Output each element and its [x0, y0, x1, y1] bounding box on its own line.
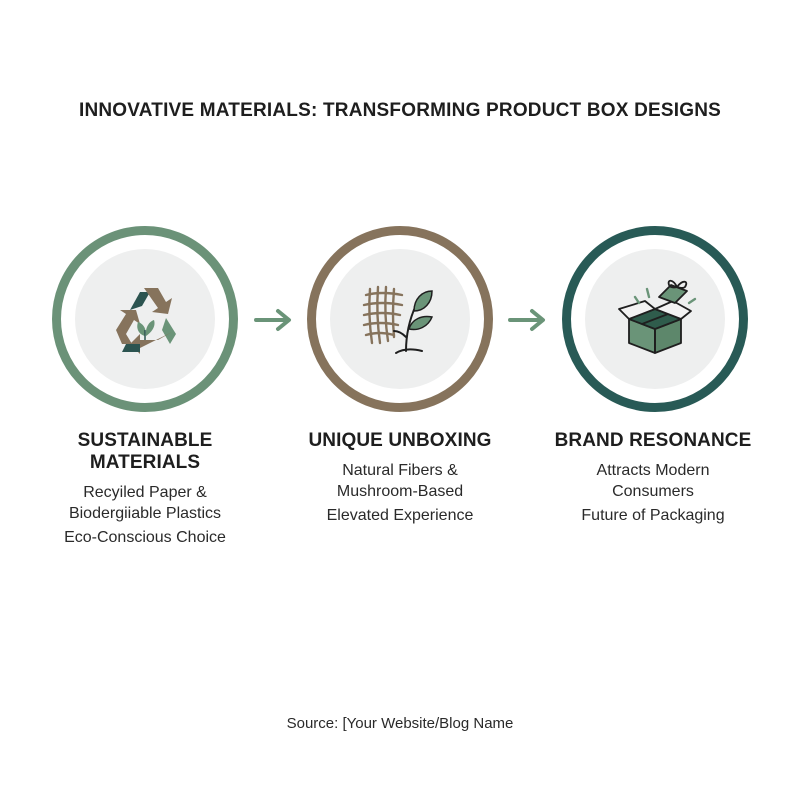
step-3-ring	[562, 226, 748, 412]
step-3-line-1: Attracts Modern	[596, 462, 710, 479]
step-1-line-2: Biodergiiable Plastics	[68, 505, 222, 522]
step-2-text: UNIQUE UNBOXING Natural Fibers & Mushroo…	[275, 430, 525, 525]
step-3-line-2: Consumers	[612, 483, 694, 500]
step-3-heading: BRAND RESONANCE	[554, 430, 752, 451]
step-2-tagline: Elevated Experience	[326, 507, 474, 524]
step-2-heading: UNIQUE UNBOXING	[308, 430, 492, 451]
step-3-tagline: Future of Packaging	[581, 507, 725, 524]
arrow-right-icon	[254, 309, 291, 331]
open-gift-box-icon	[618, 279, 697, 354]
step-2-ring	[307, 226, 493, 412]
source-credit: Source: [Your Website/Blog Name	[286, 715, 514, 732]
page-title: INNOVATIVE MATERIALS: TRANSFORMING PRODU…	[78, 100, 722, 121]
step-1-ring	[52, 226, 238, 412]
step-1-text: SUSTAINABLE MATERIALS Recyiled Paper & B…	[20, 430, 270, 547]
fiber-plant-icon	[362, 285, 434, 354]
step-1-tagline: Eco-Conscious Choice	[64, 529, 226, 546]
step-2-line-2: Mushroom-Based	[336, 483, 464, 500]
step-3-icon-background	[585, 249, 725, 389]
step-1-line-1: Recyiled Paper &	[83, 484, 207, 501]
step-2-icon-background	[330, 249, 470, 389]
step-2-line-1: Natural Fibers &	[342, 462, 458, 479]
arrow-right-icon	[508, 309, 545, 331]
step-3-text: BRAND RESONANCE Attracts Modern Consumer…	[528, 430, 778, 525]
recycle-icon	[116, 288, 176, 354]
step-1-icon-background	[75, 249, 215, 389]
step-1-heading: SUSTAINABLE MATERIALS	[77, 430, 213, 473]
